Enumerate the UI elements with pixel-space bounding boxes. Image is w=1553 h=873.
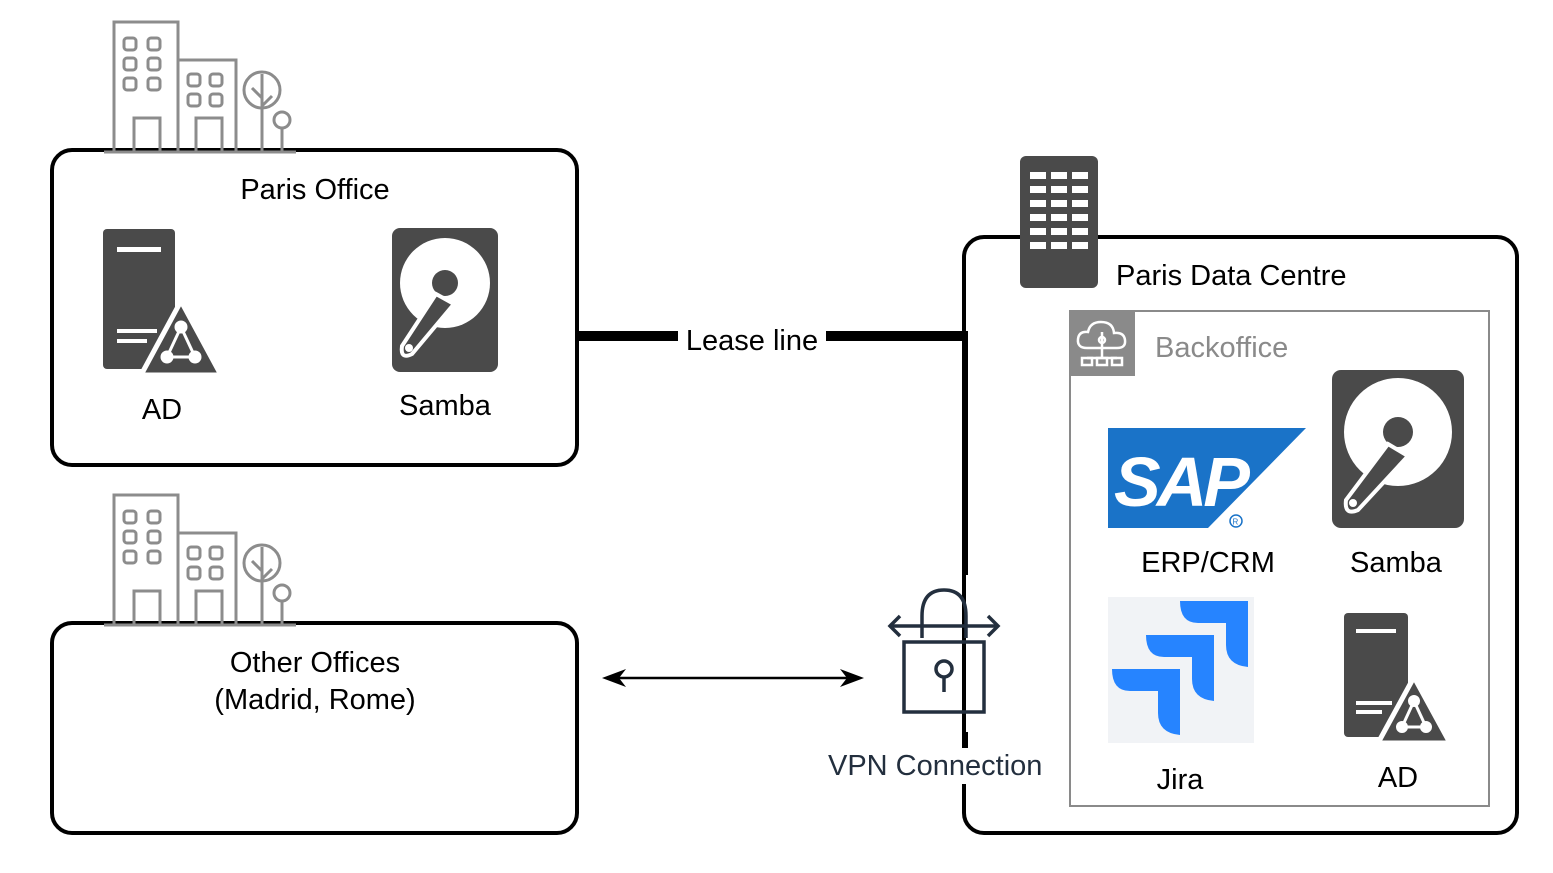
- lease-line-label: Lease line: [678, 323, 826, 360]
- data-centre-box[interactable]: [962, 235, 1519, 835]
- active-directory-server-icon: [1344, 613, 1452, 745]
- other-offices-title-line2: (Madrid, Rome): [214, 684, 416, 717]
- other-offices-title-line1: Other Offices: [229, 647, 401, 679]
- sap-logo-icon: SAP R: [1108, 428, 1306, 528]
- cloud-network-icon: [1069, 310, 1135, 376]
- office-building-icon: [104, 20, 296, 154]
- hard-disk-icon: [1332, 370, 1464, 528]
- data-centre-building-icon: [1020, 156, 1098, 288]
- jira-label: Jira: [1156, 764, 1204, 796]
- vpn-connection-label: VPN Connection: [828, 748, 1043, 785]
- dc-ad-label: AD: [1377, 762, 1419, 794]
- data-centre-title: Paris Data Centre: [1116, 260, 1347, 292]
- other-offices-title: Other Offices (Madrid, Rome): [170, 645, 460, 719]
- svg-text:R: R: [1233, 518, 1239, 527]
- erp-crm-label: ERP/CRM: [1141, 547, 1275, 579]
- active-directory-server-icon: [103, 229, 223, 378]
- paris-ad-label: AD: [141, 394, 183, 426]
- vpn-lock-icon: [887, 588, 1001, 714]
- backoffice-group[interactable]: [1069, 310, 1490, 807]
- backoffice-title: Backoffice: [1155, 332, 1289, 364]
- jira-logo-icon: [1108, 597, 1254, 743]
- other-offices-box[interactable]: [50, 621, 579, 835]
- svg-text:SAP: SAP: [1114, 443, 1250, 521]
- paris-office-title: Paris Office: [240, 174, 390, 206]
- office-building-icon: [104, 493, 296, 627]
- hard-disk-icon: [392, 228, 498, 372]
- dc-samba-label: Samba: [1350, 547, 1442, 579]
- paris-samba-label: Samba: [399, 390, 491, 422]
- double-arrow-connector: [602, 669, 864, 687]
